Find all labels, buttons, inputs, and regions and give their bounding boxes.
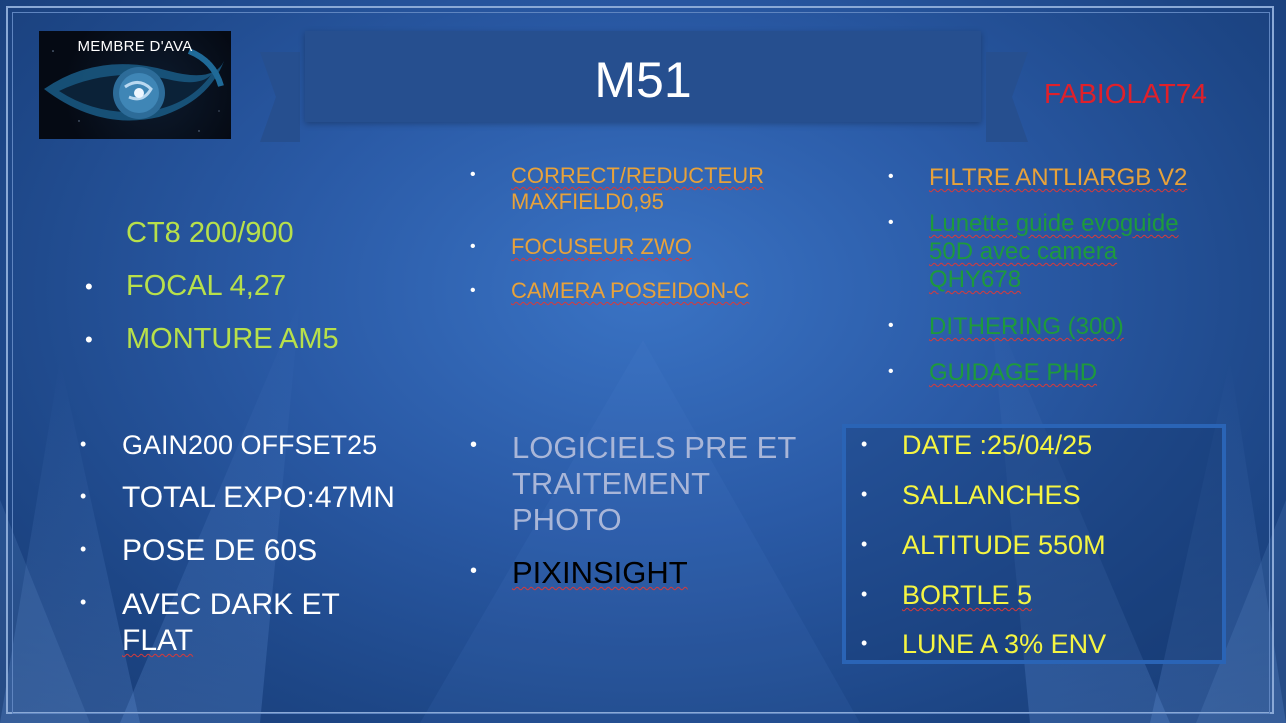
list-item: FILTRE ANTLIARGB V2	[929, 164, 1188, 191]
list-item-line: CORRECT/REDUCTEUR	[511, 163, 764, 188]
bullet-icon: •	[888, 214, 894, 231]
bullet-icon: •	[888, 317, 894, 334]
list-item: GAIN200 OFFSET25	[122, 430, 378, 460]
bullet-icon: •	[861, 534, 868, 554]
banner-ribbon-right	[986, 52, 1028, 142]
list-item: DATE :25/04/25	[902, 430, 1093, 460]
list-item: SALLANCHES	[902, 480, 1081, 510]
list-item-text: BORTLE 5	[902, 580, 1033, 610]
bullet-icon: •	[85, 274, 93, 299]
list-item-line: 50D avec camera	[929, 238, 1118, 265]
list-item: FOCUSEUR ZWO	[511, 234, 692, 259]
slide-title: M51	[594, 52, 692, 108]
bullet-icon: •	[861, 484, 868, 504]
list-item: LUNE A 3% ENV	[902, 629, 1107, 659]
bullet-icon: •	[470, 166, 476, 183]
list-item-line: PHOTO	[512, 502, 622, 537]
list-item-line: Lunette guide evoguide	[929, 210, 1179, 237]
list-item-line: MAXFIELD0,95	[511, 189, 664, 214]
list-item-line: QHY678	[929, 266, 1022, 293]
list-item: PIXINSIGHT	[512, 555, 688, 590]
list-item-line: TRAITEMENT	[512, 466, 711, 501]
banner-ribbon-left	[260, 52, 300, 142]
bullet-icon: •	[470, 434, 478, 456]
list-item: TOTAL EXPO:47MN	[122, 481, 395, 514]
bullet-icon: •	[470, 282, 476, 299]
bullet-icon: •	[470, 238, 476, 255]
title-banner: M51	[305, 31, 981, 122]
eye-galaxy-icon	[44, 45, 224, 132]
bullet-icon: •	[888, 363, 894, 380]
bullet-icon: •	[861, 584, 868, 604]
list-item: ALTITUDE 550M	[902, 530, 1106, 560]
session-info-box	[842, 424, 1226, 664]
list-item: AVEC DARK ET FLAT	[122, 587, 340, 659]
list-item: BORTLE 5	[902, 580, 1032, 611]
list-item: CORRECT/REDUCTEUR MAXFIELD0,95	[511, 163, 764, 215]
list-item: Lunette guide evoguide 50D avec camera Q…	[929, 210, 1179, 294]
list-item: GUIDAGE PHD	[929, 359, 1098, 386]
list-item-line: FLAT	[122, 624, 194, 657]
list-item-line: LOGICIELS PRE ET	[512, 430, 797, 465]
logo-text: MEMBRE D'AVA	[77, 38, 193, 55]
bullet-icon: •	[80, 434, 87, 454]
bullet-icon: •	[80, 592, 87, 612]
list-item: DITHERING (300)	[929, 313, 1124, 340]
bullet-icon: •	[861, 633, 868, 653]
bullet-icon: •	[80, 539, 87, 559]
bullet-icon: •	[861, 434, 868, 454]
ava-logo: MEMBRE D'AVA	[39, 31, 231, 139]
author-name: FABIOLAT74	[1044, 78, 1207, 109]
bullet-icon: •	[80, 486, 87, 506]
list-item-line: AVEC DARK ET	[122, 588, 340, 621]
bullet-icon: •	[470, 560, 478, 582]
list-item: CAMERA POSEIDON-C	[511, 278, 750, 303]
list-item: POSE DE 60S	[122, 534, 318, 567]
list-item: FOCAL 4,27	[126, 270, 287, 302]
bullet-icon: •	[888, 168, 894, 185]
list-item: CT8 200/900	[126, 217, 294, 249]
list-item: LOGICIELS PRE ET TRAITEMENT PHOTO	[512, 430, 796, 538]
list-item: MONTURE AM5	[126, 323, 339, 355]
bullet-icon: •	[85, 327, 93, 352]
